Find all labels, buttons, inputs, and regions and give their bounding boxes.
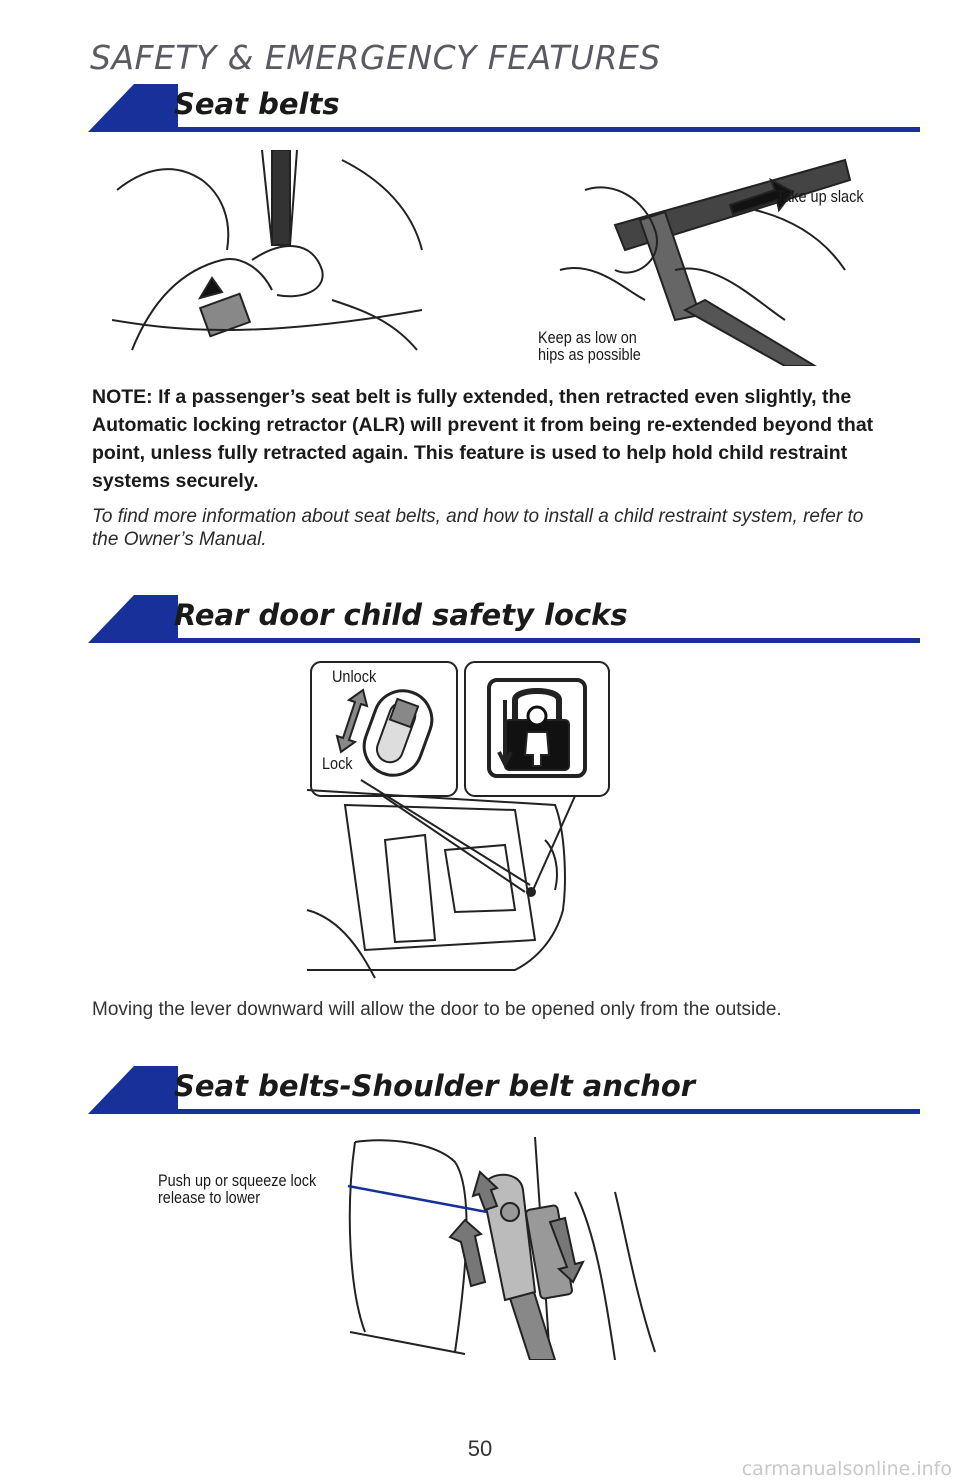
heading-wedge [88, 1066, 178, 1114]
section-title: Rear door child safety locks [174, 598, 628, 632]
callout-push-up-release: Push up or squeeze lock release to lower [158, 1171, 317, 1207]
heading-wedge [88, 84, 178, 132]
owners-manual-reference: To find more information about seat belt… [92, 506, 864, 550]
shoulder-anchor-illustration [345, 1132, 660, 1360]
heading-rule [176, 638, 920, 643]
section-heading-child-locks: Rear door child safety locks [88, 595, 920, 643]
callout-keep-low: Keep as low on hips as possible [538, 328, 641, 364]
watermark: carmanualsonline.info [741, 1458, 952, 1480]
callout-take-up-slack: Take up slack [776, 187, 864, 206]
callout-leader-line [345, 1132, 347, 1134]
heading-rule [176, 1109, 920, 1114]
buckle-illustration [112, 150, 424, 366]
alr-note: NOTE: If a passenger’s seat belt is full… [92, 386, 874, 492]
child-lock-description: Moving the lever downward will allow the… [92, 999, 782, 1020]
child-lock-illustration [305, 660, 615, 980]
page-number: 50 [467, 1436, 493, 1461]
callout-lock: Lock [322, 754, 353, 773]
callout-unlock: Unlock [332, 667, 377, 686]
page-header: SAFETY & EMERGENCY FEATURES [90, 38, 661, 77]
section-heading-shoulder-anchor: Seat belts-Shoulder belt anchor [88, 1066, 920, 1114]
heading-wedge [88, 595, 178, 643]
lap-belt-illustration [555, 150, 855, 366]
section-heading-seat-belts: Seat belts [88, 84, 920, 132]
section-title: Seat belts-Shoulder belt anchor [174, 1069, 696, 1103]
heading-rule [176, 127, 920, 132]
section-title: Seat belts [174, 87, 340, 121]
